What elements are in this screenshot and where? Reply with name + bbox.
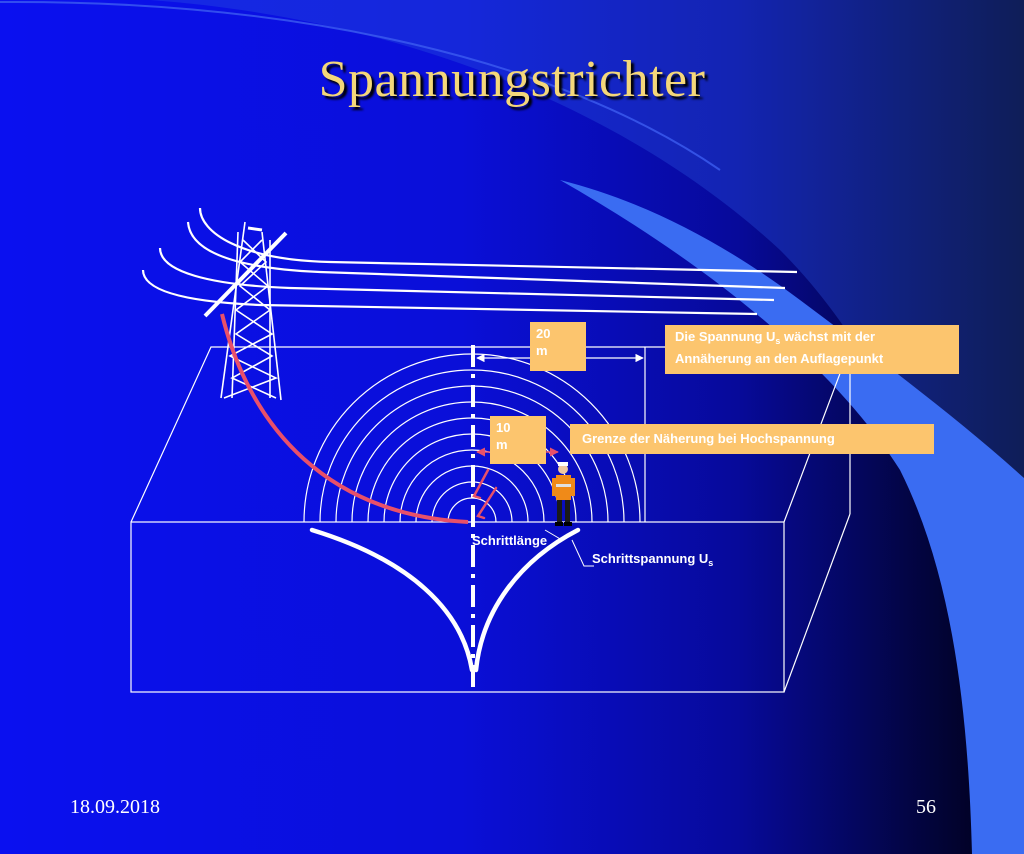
step-voltage-text: Schrittspannung U [592,551,709,566]
voltage-funnel [309,527,581,673]
distance-20m-value: 20 [536,326,551,341]
step-length-marks [472,468,498,520]
step-voltage-subscript: s [708,558,714,568]
page-number: 56 [916,796,936,818]
step-length-label: Schrittlänge [472,533,548,548]
voltage-note-line2: Annäherung an den Auflagepunkt [675,351,884,366]
transmission-tower [203,221,288,401]
distance-10m-unit: m [496,437,508,452]
distance-20m-box: 20 m [530,322,586,371]
distance-10m-box: 10 m [490,416,546,464]
fault-current-path [220,313,469,524]
power-lines [141,207,798,316]
step-voltage-label: Schrittspannung Us [592,551,713,568]
distance-10m-value: 10 [496,420,511,435]
voltage-note-suffix: wächst mit der [780,329,876,344]
voltage-note-subscript: s [775,336,781,346]
distance-20m-unit: m [536,343,548,358]
voltage-note-line1: Die Spannung Us wächst mit der [675,328,953,350]
voltage-note-prefix: Die Spannung U [675,329,776,344]
voltage-note-box: Die Spannung Us wächst mit der Annäherun… [665,325,959,374]
approach-limit-box: Grenze der Näherung bei Hochspannung [570,424,934,454]
slide-title: Spannungstrichter [318,51,706,108]
worker-figure [552,462,575,526]
pointer-lines [544,529,594,567]
slide-date: 18.09.2018 [70,796,160,818]
